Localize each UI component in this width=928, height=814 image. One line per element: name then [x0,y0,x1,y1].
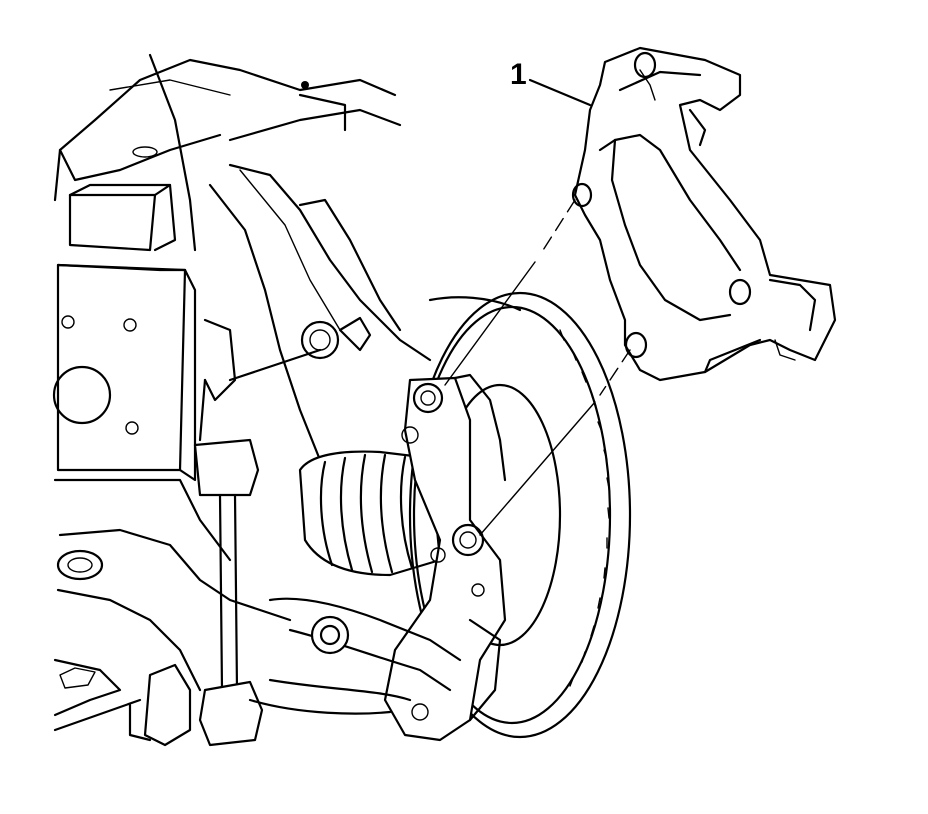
knuckle-upper [208,163,432,462]
tie-rod [248,597,462,715]
callout-1-label: 1 [510,58,527,91]
wheel-hub-knuckle [383,373,507,742]
callout-1: 1 [510,58,592,107]
rotor-vent-slots [559,329,610,687]
stabilizer-link [193,318,264,747]
strut-tower [53,53,402,252]
callout-1-leader [528,78,592,107]
cv-axle-boot [298,450,442,577]
lower-control-arm [53,478,292,747]
strut-mount [52,183,197,482]
caliper-bracket [571,46,837,382]
alignment-lines [444,199,631,536]
